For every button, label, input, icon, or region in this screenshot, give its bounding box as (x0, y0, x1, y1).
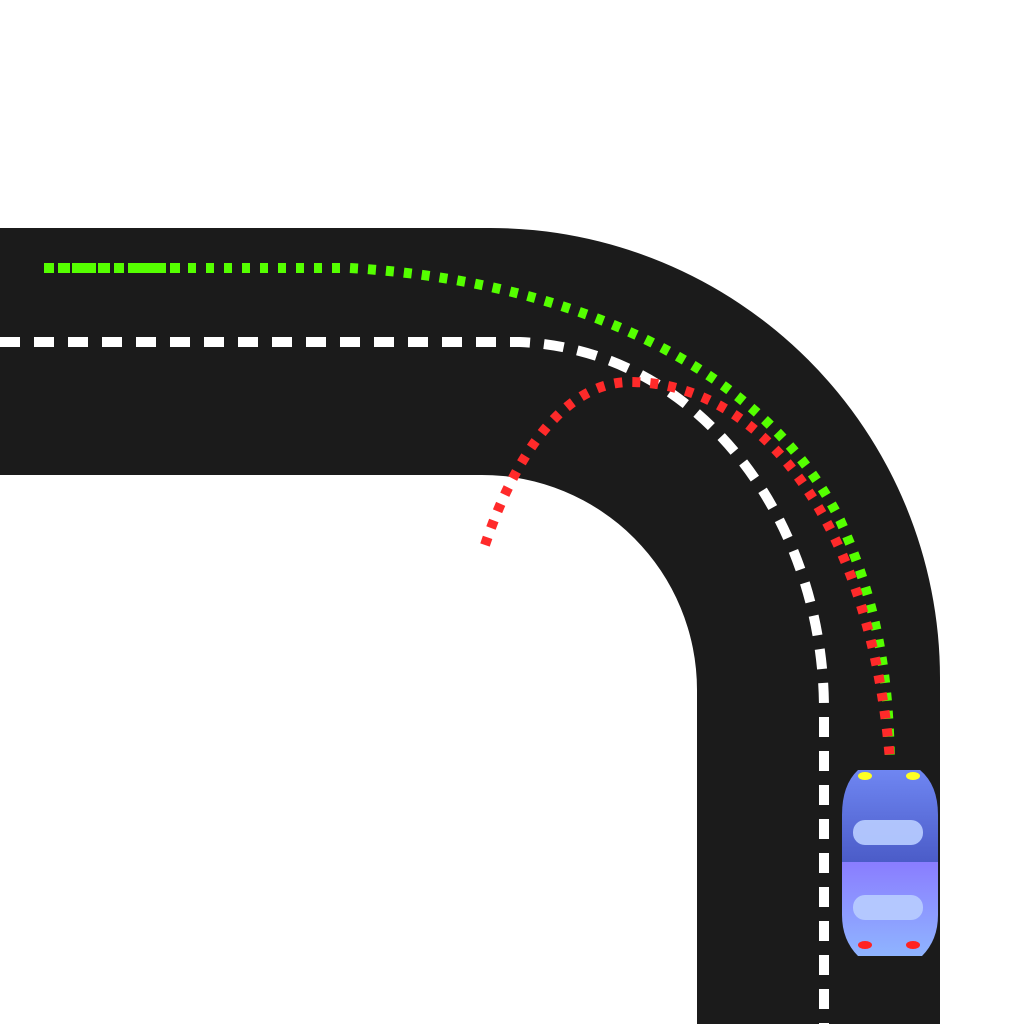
car-body-front (842, 770, 938, 862)
car-top-view-icon (842, 770, 938, 956)
taillight-left (858, 941, 872, 949)
center-lane-marking (0, 337, 829, 1024)
headlight-right (906, 772, 920, 780)
car-windshield (853, 820, 923, 845)
taillight-right (906, 941, 920, 949)
red-trajectory (480, 376, 895, 761)
green-trajectory (44, 263, 895, 761)
car-rear-window (853, 895, 923, 920)
headlight-left (858, 772, 872, 780)
